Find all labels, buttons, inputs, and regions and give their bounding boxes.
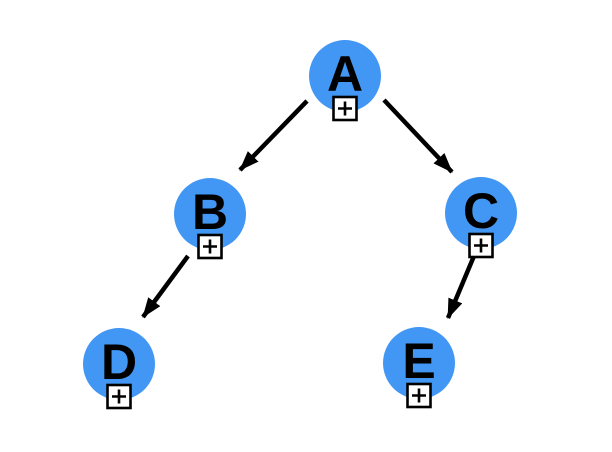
plus-icon bbox=[338, 101, 352, 116]
expand-button-C[interactable] bbox=[468, 232, 494, 259]
node-C[interactable]: C bbox=[445, 177, 517, 259]
expand-button-D[interactable] bbox=[106, 383, 132, 410]
nodes-layer: AB C D E bbox=[83, 40, 517, 410]
node-A[interactable]: A bbox=[309, 40, 381, 122]
edge-C-E bbox=[445, 255, 477, 319]
edges-layer bbox=[141, 98, 477, 319]
expand-button-A[interactable] bbox=[332, 95, 358, 122]
node-circle[interactable] bbox=[174, 178, 246, 250]
node-D[interactable]: D bbox=[83, 328, 155, 410]
node-circle[interactable] bbox=[383, 327, 455, 399]
plus-icon bbox=[203, 239, 217, 254]
edge-A-C bbox=[382, 98, 454, 174]
node-circle[interactable] bbox=[445, 177, 517, 249]
plus-icon bbox=[474, 238, 488, 253]
plus-icon bbox=[412, 388, 426, 403]
expand-button-E[interactable] bbox=[406, 382, 432, 409]
node-circle[interactable] bbox=[309, 40, 381, 112]
plus-icon bbox=[112, 389, 126, 404]
node-B[interactable]: B bbox=[174, 178, 246, 260]
node-E[interactable]: E bbox=[383, 327, 455, 409]
edge-A-B bbox=[238, 99, 309, 172]
node-circle[interactable] bbox=[83, 328, 155, 400]
expand-button-B[interactable] bbox=[197, 233, 223, 260]
edge-B-D bbox=[141, 254, 190, 319]
